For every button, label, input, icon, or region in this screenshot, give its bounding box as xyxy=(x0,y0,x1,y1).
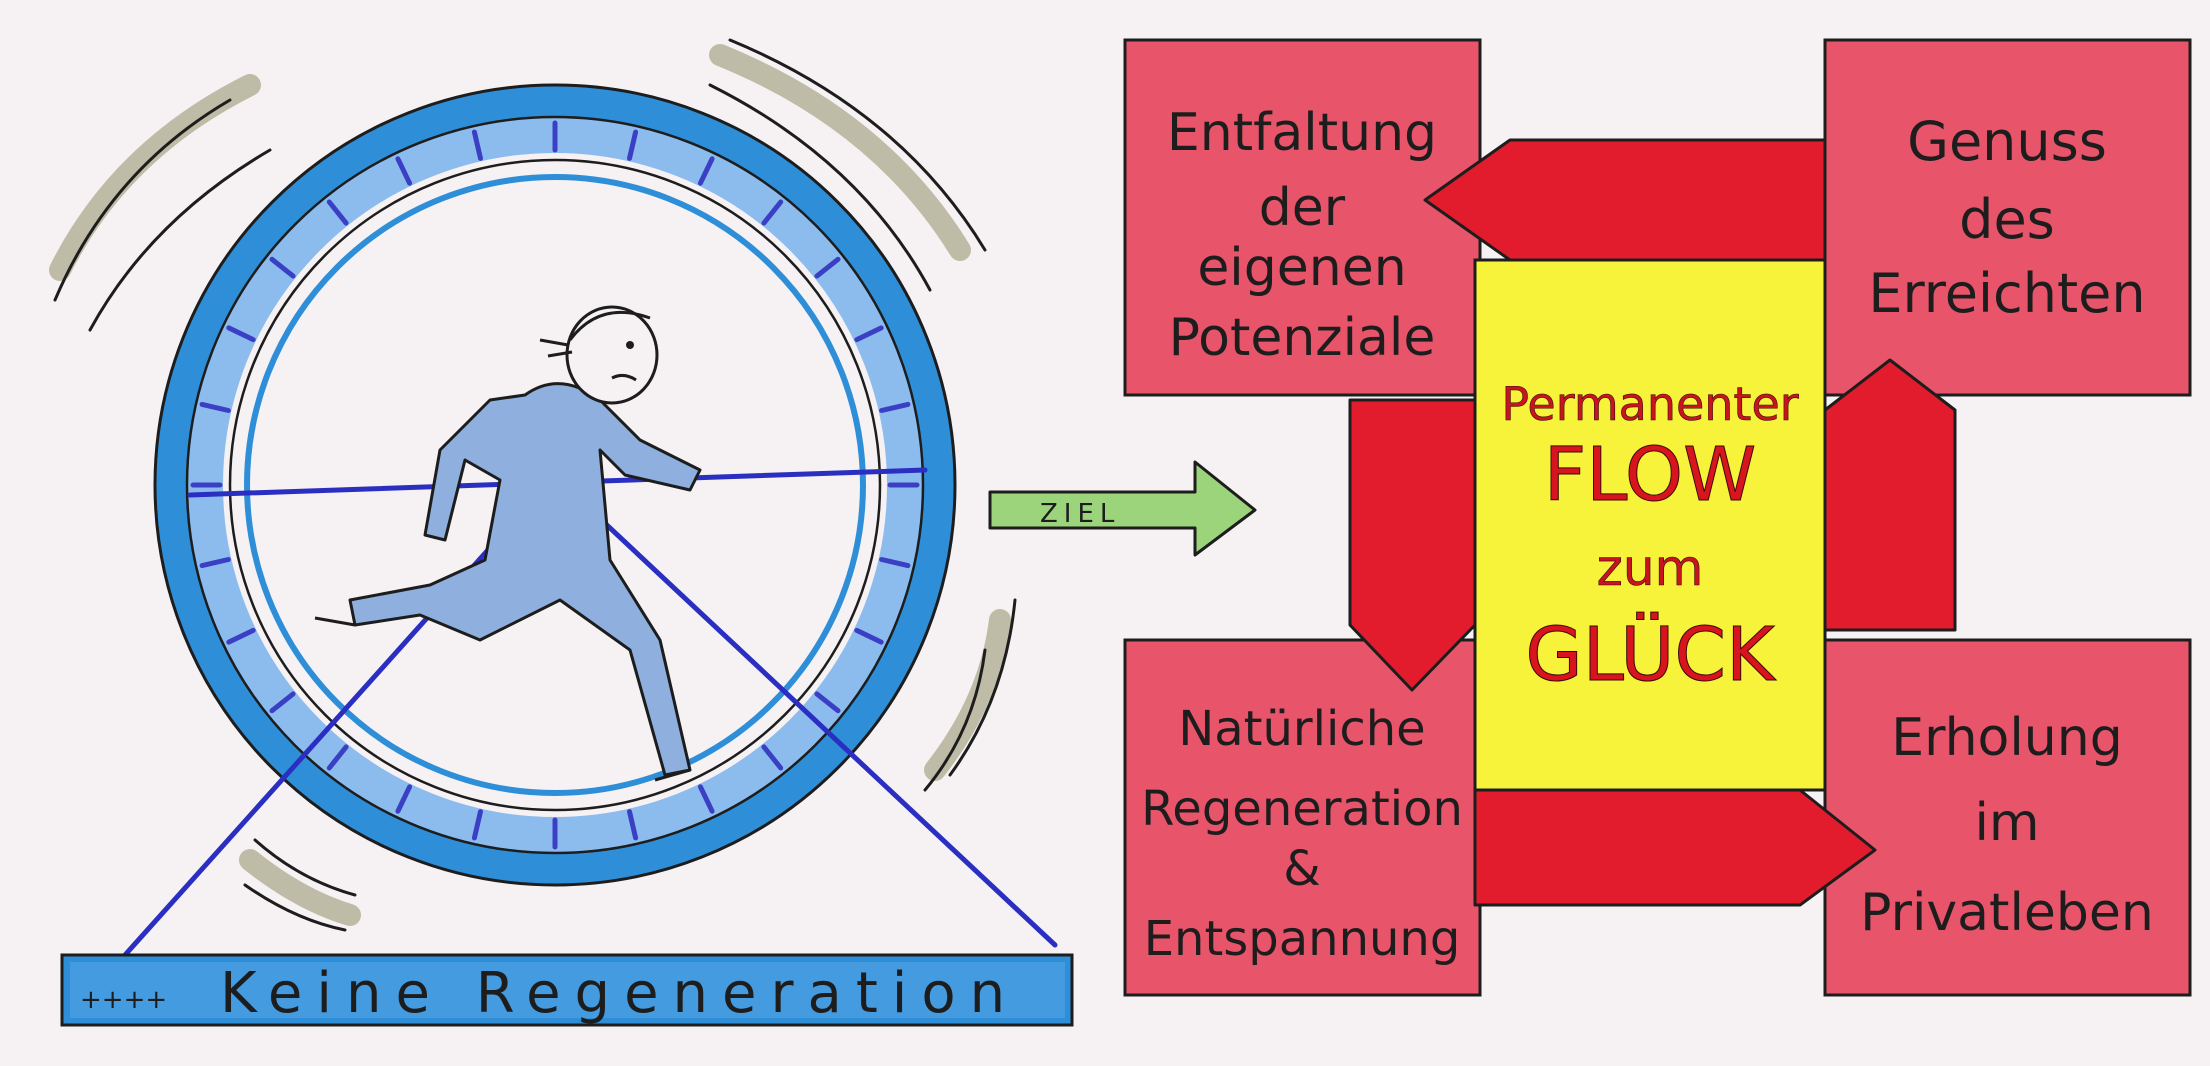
box-bottom-right-line-3: Privatleben xyxy=(1860,883,2154,943)
motion-lines xyxy=(49,38,1017,932)
center-text: Permanenter FLOW zum GLÜCK xyxy=(1501,377,1799,699)
wheel-rung xyxy=(761,744,784,771)
wheel-rung xyxy=(226,627,256,645)
box-bottom-right-line-1: Erholung xyxy=(1891,708,2122,768)
flow-arrow-left xyxy=(1348,398,1477,692)
wheel-rung xyxy=(269,691,296,714)
box-bottom-left xyxy=(1123,638,1482,997)
wheel-rung xyxy=(199,557,231,569)
wheel-rung xyxy=(697,784,715,814)
box-top-right-line-2: des xyxy=(1959,188,2055,251)
center-line-1: Permanenter xyxy=(1501,377,1798,431)
box-bottom-left-text: Natürliche Regeneration & Entspannung xyxy=(1141,701,1463,967)
flow-arrows xyxy=(1348,138,1957,907)
box-top-left-line-2: der xyxy=(1259,178,1346,238)
wheel-rung xyxy=(879,401,911,413)
base-prefix: ++++ xyxy=(80,985,167,1015)
wheel-rung xyxy=(854,627,884,645)
box-top-right-line-3: Erreichten xyxy=(1868,262,2145,325)
running-figure xyxy=(314,305,702,782)
wheel-rung xyxy=(226,325,256,343)
flow-arrow-right xyxy=(1823,358,1957,632)
box-bottom-left-line-1: Natürliche xyxy=(1178,701,1425,757)
box-bottom-right-text: Erholung im Privatleben xyxy=(1860,708,2154,943)
wheel-rung xyxy=(326,744,349,771)
box-bottom-right-line-2: im xyxy=(1974,793,2039,853)
wheel-base: ++++ Keine Regeneration xyxy=(60,953,1074,1027)
center-line-4: GLÜCK xyxy=(1525,611,1777,698)
wheel xyxy=(153,83,957,887)
wheel-rung xyxy=(627,129,639,161)
base-label: Keine Regeneration xyxy=(220,961,1019,1026)
wheel-rung xyxy=(471,129,483,161)
wheel-rung xyxy=(395,784,413,814)
wheel-rung xyxy=(879,557,911,569)
wheel-rung xyxy=(814,691,841,714)
box-top-left xyxy=(1123,38,1482,397)
center-line-3: zum xyxy=(1597,539,1704,597)
wheel-rungs xyxy=(190,120,920,850)
box-bottom-left-line-4: Entspannung xyxy=(1144,911,1461,967)
ziel-label: ZIEL xyxy=(1040,499,1120,529)
flow-arrow-top xyxy=(1423,138,1827,262)
box-top-left-line-1: Entfaltung xyxy=(1167,103,1437,163)
flow-cycle: Permanenter FLOW zum GLÜCK Entfaltung de… xyxy=(1123,38,2192,997)
wheel-rung xyxy=(761,199,784,226)
wheel-rung xyxy=(814,256,841,279)
box-top-right-text: Genuss des Erreichten xyxy=(1868,110,2145,325)
box-top-right xyxy=(1823,38,2192,397)
wheel-rung xyxy=(395,156,413,186)
center-line-2: FLOW xyxy=(1544,432,1757,518)
wheel-rung xyxy=(199,401,231,413)
wheel-rung xyxy=(471,809,483,841)
wheel-rung xyxy=(269,256,296,279)
box-top-left-text: Entfaltung der eigenen Potenziale xyxy=(1167,103,1437,368)
flow-arrow-bottom xyxy=(1473,788,1877,907)
box-bottom-left-line-2: Regeneration xyxy=(1141,781,1463,837)
ziel-arrow: ZIEL xyxy=(988,460,1257,557)
center-box xyxy=(1473,258,1827,792)
wheel-rung xyxy=(854,325,884,343)
wheel-rung xyxy=(627,809,639,841)
hamster-wheel-illustration: ++++ Keine Regeneration xyxy=(49,38,1074,1027)
wheel-rung xyxy=(326,199,349,226)
box-top-right-line-1: Genuss xyxy=(1907,110,2107,173)
wheel-rung xyxy=(697,156,715,186)
box-top-left-line-3: eigenen xyxy=(1197,238,1406,298)
box-bottom-left-line-3: & xyxy=(1283,841,1320,897)
box-top-left-line-4: Potenziale xyxy=(1169,308,1436,368)
